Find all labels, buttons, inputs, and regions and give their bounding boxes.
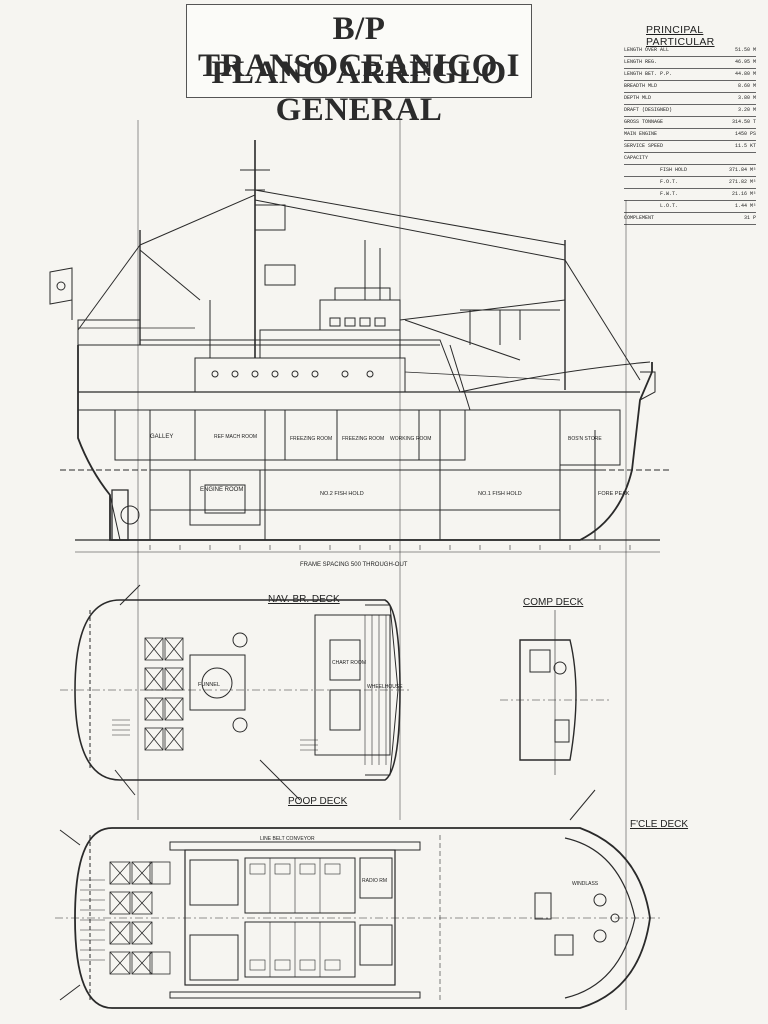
label-ref-mach-room: REF MACH ROOM <box>214 434 257 440</box>
fcle-deck-title: F'CLE DECK <box>630 819 688 830</box>
label-wheelhouse: WHEELHOUSE <box>367 684 403 690</box>
particular-label: DEPTH MLD <box>624 95 652 101</box>
particular-row: CAPACITY <box>624 154 756 165</box>
label-engine-room: ENGINE ROOM <box>200 487 243 493</box>
label-fish-hold-1: NO.1 FISH HOLD <box>478 491 522 497</box>
particular-label: FISH HOLD <box>660 167 688 173</box>
particular-label: DRAFT (DESIGNED) <box>624 107 673 113</box>
particular-label: F.O.T. <box>660 179 679 185</box>
poop-and-fcle-deck-plan <box>55 789 660 1009</box>
particular-label: CAPACITY <box>624 155 649 161</box>
label-fish-hold-2: NO.2 FISH HOLD <box>320 491 364 497</box>
particular-row: LENGTH REG. 46.95 M <box>624 58 756 69</box>
vessel-name: B/P TRANSOCEANICO I <box>198 11 520 84</box>
particular-label: LENGTH REG. <box>624 59 658 65</box>
particular-row: LENGTH BET. P.P. 44.80 M <box>624 70 756 81</box>
particular-label: LENGTH BET. P.P. <box>624 71 673 77</box>
principal-particular-heading: PRINCIPAL PARTICULAR <box>646 24 715 48</box>
particular-value: 11.5 KT <box>734 143 756 149</box>
particular-label: L.O.T. <box>660 203 679 209</box>
particular-row: DEPTH MLD 3.80 M <box>624 94 756 105</box>
particular-row: MAIN ENGINE 1450 PS <box>624 130 756 141</box>
label-frame-spacing: FRAME SPACING 500 THROUGH-OUT <box>300 562 408 568</box>
drawing-title-block: B/P TRANSOCEANICO I PLANO ARREGLO GENERA… <box>186 4 532 128</box>
label-freezing-room: FREEZING ROOM <box>290 436 332 442</box>
particular-value: 21.16 M³ <box>731 191 756 197</box>
particular-value: 314.50 T <box>731 119 756 125</box>
particular-row: GROSS TONNAGE 314.50 T <box>624 118 756 129</box>
particular-value: 271.82 M³ <box>728 179 756 185</box>
particular-row: LENGTH OVER ALL 51.50 M <box>624 46 756 57</box>
particular-row: F.W.T. 21.16 M³ <box>624 190 756 201</box>
particular-label: F.W.T. <box>660 191 679 197</box>
particular-value: 44.80 M <box>734 71 756 77</box>
particular-label: BREADTH MLD <box>624 83 658 89</box>
label-galley: GALLEY <box>150 434 173 440</box>
nav-bridge-deck-plan <box>60 584 410 801</box>
particular-row: L.O.T. 1.44 M³ <box>624 202 756 213</box>
drawing-name: PLANO ARREGLO GENERAL <box>211 55 507 128</box>
particular-value: 1.44 M³ <box>734 203 756 209</box>
particular-value: 371.84 M³ <box>728 167 756 173</box>
particular-row: BREADTH MLD 8.60 M <box>624 82 756 93</box>
label-freezing-room-2: FREEZING ROOM <box>342 436 384 442</box>
particular-label: COMPLEMENT <box>624 215 655 221</box>
particular-row: DRAFT (DESIGNED) 3.20 M <box>624 106 756 117</box>
principal-particular-table: PRINCIPAL PARTICULAR LENGTH OVER ALL 51.5… <box>620 20 758 225</box>
particular-label: GROSS TONNAGE <box>624 119 664 125</box>
label-line-belt-conveyor: LINE BELT CONVEYOR <box>260 836 315 842</box>
particular-value: 3.20 M <box>737 107 756 113</box>
label-radio-rm: RADIO RM <box>362 878 387 884</box>
particular-label: MAIN ENGINE <box>624 131 658 137</box>
poop-deck-title: POOP DECK <box>288 796 348 807</box>
particular-label: LENGTH OVER ALL <box>624 47 670 53</box>
label-working-room: WORKING ROOM <box>390 436 431 442</box>
side-profile <box>49 120 670 1010</box>
particular-value: 46.95 M <box>734 59 756 65</box>
comp-deck-title: COMP DECK <box>523 597 584 608</box>
label-funnel: FUNNEL <box>198 682 220 688</box>
particular-value: 1450 PS <box>734 131 756 137</box>
particular-value: 8.60 M <box>737 83 756 89</box>
particular-row: SERVICE SPEED 11.5 KT <box>624 142 756 153</box>
compass-deck-plan <box>500 610 610 775</box>
nav-br-deck-title: NAV. BR. DECK <box>268 594 340 605</box>
label-windlass: WINDLASS <box>572 881 599 887</box>
label-chart-room: CHART ROOM <box>332 660 366 666</box>
particular-row: F.O.T. 271.82 M³ <box>624 178 756 189</box>
particular-value: 31 P <box>743 215 756 221</box>
particular-label: SERVICE SPEED <box>624 143 664 149</box>
label-fore-peak: FORE PEAK <box>598 491 630 497</box>
label-bosn-store: BOS'N STORE <box>568 436 602 442</box>
particular-value: 3.80 M <box>737 95 756 101</box>
particular-row: COMPLEMENT 31 P <box>624 214 756 225</box>
particular-value: 51.50 M <box>734 47 756 53</box>
particular-row: FISH HOLD 371.84 M³ <box>624 166 756 177</box>
